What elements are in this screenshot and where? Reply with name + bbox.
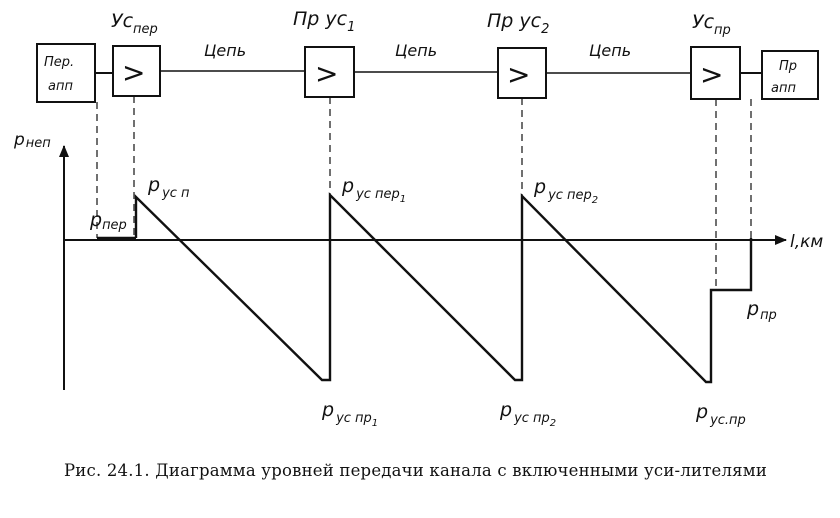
amplifier-tx-symbol: > — [122, 56, 145, 89]
amplifier-int2-symbol: > — [507, 58, 530, 91]
line-label-2: Цепь — [395, 41, 437, 60]
rx-equipment-line2: апп — [771, 81, 796, 96]
figure-caption: Рис. 24.1. Диаграмма уровней передачи ка… — [64, 461, 768, 480]
label-p-tx: pпер — [89, 209, 127, 233]
amplifier-rx: > — [690, 46, 741, 100]
amplifier-tx-label: Успер — [111, 10, 158, 37]
label-p-rx: pпр — [746, 298, 777, 323]
sawtooth-line — [134, 192, 753, 384]
level-curve — [97, 192, 753, 384]
amplifier-rx-symbol: > — [700, 58, 723, 91]
amplifier-tx: > — [112, 45, 161, 97]
axes: pнеп l,км — [13, 130, 823, 390]
rx-equipment-box: Пр апп — [761, 50, 819, 100]
amplifier-int1-label: Пр ус1 — [293, 8, 355, 35]
rx-equipment-line1: Пр — [779, 59, 797, 74]
amplifier-int2-label: Пр ус2 — [487, 10, 549, 37]
line-label-1: Цепь — [204, 41, 246, 60]
line-label-3: Цепь — [589, 41, 631, 60]
block-chain: Пер. апп > > > > Пр — [36, 8, 819, 103]
amplifier-int1-symbol: > — [315, 57, 338, 90]
amplifier-rx-label: Успр — [692, 11, 731, 38]
tx-equipment-box: Пер. апп — [36, 43, 96, 103]
amplifier-int1: > — [304, 46, 355, 98]
x-axis-label: l,км — [790, 232, 823, 252]
tx-equipment-line1: Пер. — [44, 55, 74, 70]
y-axis-label: pнеп — [13, 130, 51, 151]
projection-lines — [96, 96, 752, 290]
tx-equipment-line2: апп — [48, 79, 73, 94]
amplifier-int2: > — [497, 47, 547, 99]
